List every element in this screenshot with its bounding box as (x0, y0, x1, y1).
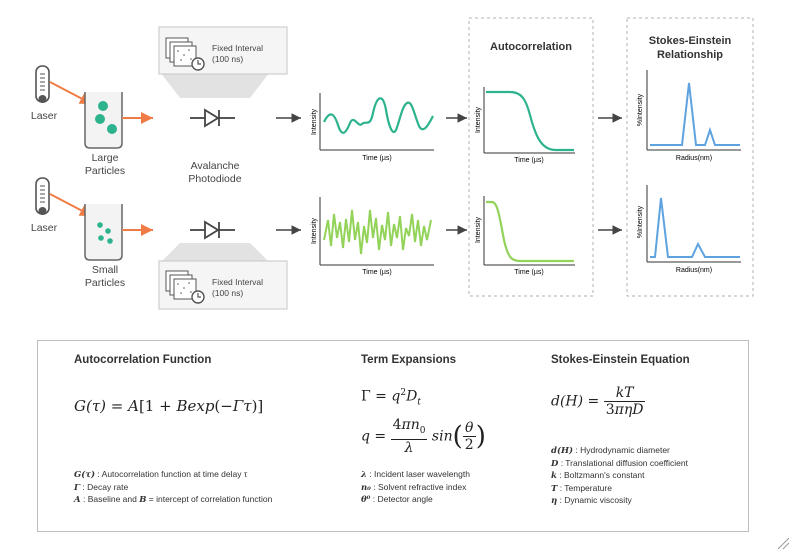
axis-intensity-1: Intensity (311, 108, 318, 135)
laser-label-bottom: Laser (30, 222, 58, 234)
axis-pct-intensity-2: %Intensity (637, 205, 644, 238)
stokes-einstein-title: Stokes-Einstein Relationship (648, 35, 732, 61)
axis-radius-2: Radius(nm) (676, 267, 712, 274)
detector-label: Avalanche Photodiode (188, 160, 242, 185)
autocorrelation-chart-large (483, 87, 575, 154)
decay-rate-equation: Γ = q2Dt (361, 388, 421, 408)
photodiode-icon-top (190, 108, 235, 128)
laser-icon-bottom (35, 177, 50, 215)
autocorrelation-chart-small (483, 196, 575, 266)
legend-item: A : Baseline and B = intercept of correl… (74, 494, 273, 505)
diagram-canvas: Intensity Time (µs) Intensity Time (µs) … (35, 17, 754, 310)
resize-grip-icon[interactable] (776, 536, 790, 550)
intensity-signal-chart-large (319, 93, 434, 151)
beaker-small (84, 204, 123, 261)
intensity-signal-chart-small (319, 197, 434, 266)
legend-item: Γ : Decay rate (74, 481, 129, 493)
axis-time-4: Time (µs) (514, 269, 543, 276)
size-distribution-chart-large (646, 70, 741, 151)
large-particles-label: Large Particles (84, 152, 126, 177)
term-expansions-title: Term Expansions (361, 354, 457, 366)
stokes-einstein-equation-title: Stokes-Einstein Equation (551, 354, 690, 366)
autocorrelation-title: Autocorrelation (490, 41, 572, 53)
laser-label-top: Laser (30, 110, 58, 122)
fixed-interval-label-bottom: Fixed Interval (100 ns) (212, 277, 264, 298)
autocorrelation-panel (468, 17, 594, 297)
fixed-interval-label-top: Fixed Interval (100 ns) (212, 43, 264, 64)
axis-intensity-2: Intensity (311, 217, 318, 244)
term-expansions-legend: λ : Incident laser wavelength n₀ : Solve… (361, 469, 541, 507)
autocorrelation-equation: G(τ) = A[1 + Bexp(−Γτ)] (74, 397, 264, 415)
axis-pct-intensity-1: %Intensity (637, 93, 644, 126)
axis-radius-1: Radius(nm) (676, 155, 712, 162)
autocorrelation-function-title: Autocorrelation Function (74, 354, 212, 366)
axis-intensity-3: Intensity (475, 106, 482, 133)
small-particles-label: Small Particles (84, 264, 126, 289)
axis-time-3: Time (µs) (514, 157, 543, 164)
stokes-einstein-panel (626, 17, 754, 297)
autocorrelation-legend: G(τ) : Autocorrelation function at time … (74, 469, 344, 507)
axis-time-1: Time (µs) (362, 155, 391, 162)
fixed-interval-box-bottom (158, 243, 288, 310)
axis-intensity-4: Intensity (475, 216, 482, 243)
axis-time-2: Time (µs) (362, 269, 391, 276)
laser-icon-top (35, 65, 50, 103)
size-distribution-chart-small (646, 185, 741, 263)
stokes-einstein-legend: d(H) : Hydrodynamic diameter D : Transla… (551, 445, 741, 508)
legend-item: θ⁰ : Detector angle (361, 494, 433, 505)
dls-process-diagram: Intensity Time (µs) Intensity Time (µs) … (30, 17, 754, 310)
legend-item: G(τ) : Autocorrelation function at time … (74, 469, 248, 480)
legend-item: d(H) : Hydrodynamic diameter (551, 445, 670, 456)
formula-box: Autocorrelation Function Term Expansions… (37, 340, 749, 532)
fixed-interval-box-top (158, 26, 288, 98)
legend-item: T : Temperature (551, 482, 612, 494)
legend-item: k : Boltzmann's constant (551, 470, 645, 481)
photodiode-icon-bottom (190, 220, 235, 240)
legend-item: n₀ : Solvent refractive index (361, 481, 467, 493)
legend-item: D : Translational diffusion coefficient (551, 457, 688, 469)
legend-item: λ : Incident laser wavelength (361, 469, 470, 480)
legend-item: η : Dynamic viscosity (551, 495, 632, 506)
beaker-large (84, 92, 123, 149)
